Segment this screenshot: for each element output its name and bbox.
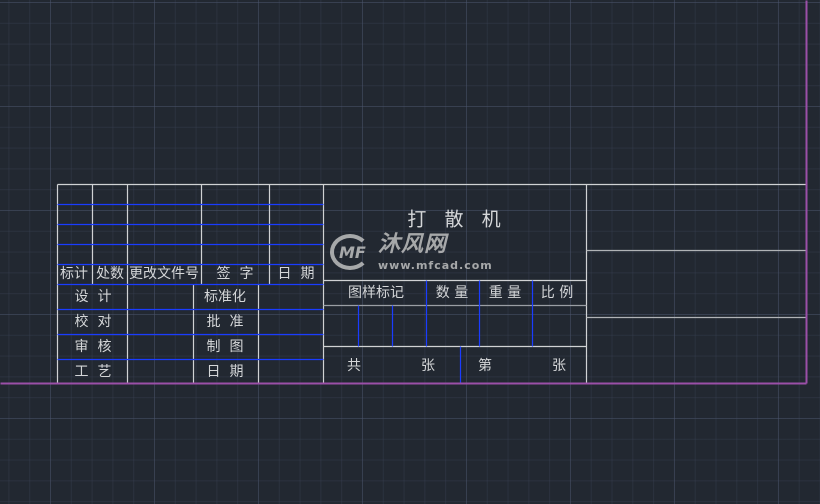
drawing-title: 打 散 机: [407, 208, 503, 231]
role-proofread: 校 对: [74, 314, 112, 330]
sheet-total-prefix: 共: [347, 358, 361, 374]
header-count: 处数: [96, 266, 124, 282]
role-design: 设 计: [74, 289, 112, 305]
watermark-logo-icon: MF: [330, 234, 370, 270]
header-weight: 重 量: [488, 285, 522, 301]
header-date: 日 期: [277, 266, 315, 282]
header-mark: 标计: [60, 266, 88, 282]
role-review: 审 核: [74, 339, 112, 355]
role-approve: 批 准: [206, 314, 244, 330]
header-change-doc: 更改文件号: [129, 266, 199, 282]
watermark-name: 沐风网: [378, 232, 448, 257]
role-process: 工 艺: [74, 364, 112, 380]
role-date: 日 期: [206, 364, 244, 380]
header-drawing-mark: 图样标记: [348, 285, 404, 301]
role-drafting: 制 图: [206, 339, 244, 355]
sheet-no-prefix: 第: [478, 358, 492, 374]
role-standardization: 标准化: [204, 289, 246, 305]
watermark-url: www.mfcad.com: [378, 259, 493, 272]
sheet-no-suffix: 张: [552, 358, 566, 374]
header-signature: 签 字: [216, 266, 254, 282]
header-quantity: 数 量: [435, 285, 469, 301]
sheet-total-suffix: 张: [421, 358, 435, 374]
header-scale: 比 例: [540, 285, 574, 301]
